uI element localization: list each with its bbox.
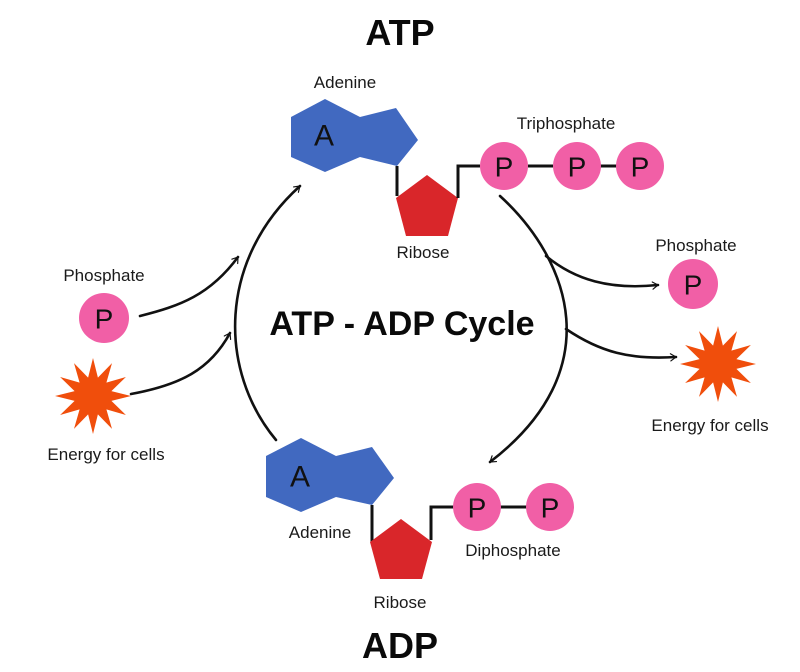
adp-title: ADP — [362, 625, 438, 666]
atp-phosphate-2 — [553, 142, 601, 190]
atp-adenine-pentagon — [360, 108, 418, 166]
cycle-arrow-right — [488, 194, 568, 464]
atp-phosphate-1-symbol: P — [495, 152, 514, 183]
input-phosphate-label: Phosphate — [63, 266, 144, 285]
cycle-title: ATP - ADP Cycle — [269, 305, 534, 343]
output-energy-arrow — [564, 327, 678, 362]
adp-adenine-hexagon — [266, 438, 336, 512]
atp-adenine-symbol: A — [314, 120, 334, 153]
output-phosphate-symbol: P — [684, 270, 703, 301]
adp-adenine-pentagon — [336, 447, 394, 505]
adp-ribose-phosphate-bond — [429, 505, 455, 540]
output-group: Phosphate P Energy for cells — [651, 236, 768, 435]
atp-phosphate-3-symbol: P — [631, 152, 650, 183]
input-phosphate-arrow — [138, 255, 240, 318]
adp-phosphate-1 — [453, 483, 501, 531]
output-phosphate-arrow — [544, 254, 660, 290]
output-phosphate-circle — [668, 259, 718, 309]
atp-phosphate-3 — [616, 142, 664, 190]
atp-phosphate-1 — [480, 142, 528, 190]
input-energy-arrow — [129, 331, 232, 396]
adp-molecule: A Adenine Ribose P P Diphosphate — [266, 438, 574, 612]
output-energy-label: Energy for cells — [651, 416, 768, 435]
atp-adenine-hexagon — [291, 99, 360, 172]
atp-ribose-pentagon — [396, 175, 458, 236]
adp-adenine-label: Adenine — [289, 523, 351, 542]
adp-phosphate-1-symbol: P — [468, 493, 487, 524]
input-energy-label: Energy for cells — [47, 445, 164, 464]
adp-adenine-symbol: A — [290, 461, 310, 494]
adp-phosphate-2 — [526, 483, 574, 531]
input-group: Phosphate P Energy for cells — [47, 266, 164, 464]
adp-diphosphate-label: Diphosphate — [465, 541, 560, 560]
atp-adenine-label: Adenine — [314, 73, 376, 92]
output-phosphate-label: Phosphate — [655, 236, 736, 255]
input-energy-burst-icon — [55, 358, 131, 434]
atp-triphosphate-label: Triphosphate — [517, 114, 616, 133]
atp-title: ATP — [365, 12, 434, 53]
input-phosphate-symbol: P — [95, 304, 114, 335]
atp-ribose-phosphate-bond — [456, 164, 480, 198]
cycle-arrow-left — [233, 184, 302, 442]
input-phosphate-circle — [79, 293, 129, 343]
atp-molecule: Adenine A Ribose P P P Triphosphate — [291, 73, 664, 262]
adp-ribose-label: Ribose — [374, 593, 427, 612]
output-energy-burst-icon — [680, 326, 756, 402]
atp-phosphate-2-symbol: P — [568, 152, 587, 183]
adp-phosphate-2-symbol: P — [541, 493, 560, 524]
atp-ribose-label: Ribose — [397, 243, 450, 262]
adp-ribose-pentagon — [370, 519, 432, 579]
